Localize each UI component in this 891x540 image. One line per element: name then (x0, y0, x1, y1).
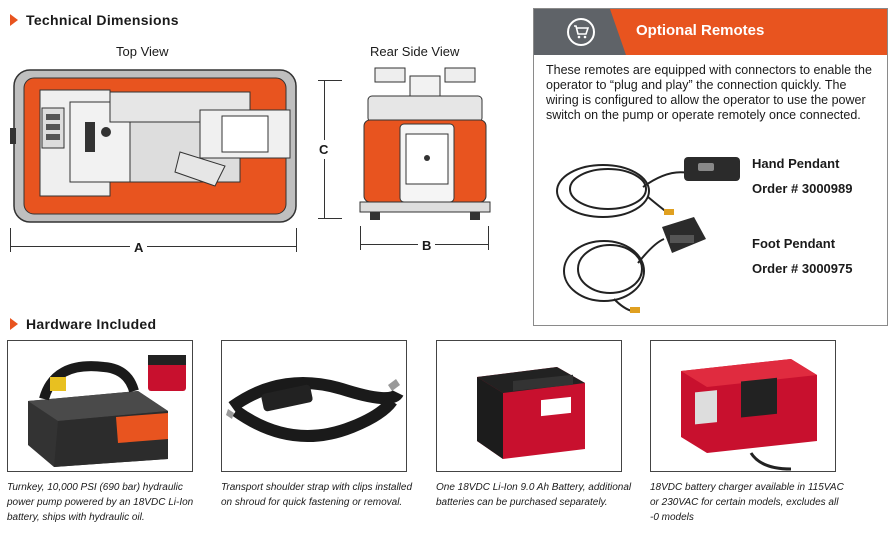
section-title: Technical Dimensions (26, 12, 179, 28)
hardware-image-pump (7, 340, 193, 472)
pump-rear-view-image (359, 67, 491, 220)
top-view-drawing (10, 66, 300, 226)
dim-c-label: C (319, 140, 329, 159)
dim-c-tick-bottom (318, 218, 342, 219)
dim-a-tick-right (296, 228, 297, 252)
optional-remotes-panel: Optional Remotes These remotes are equip… (533, 8, 888, 326)
dim-a-line (10, 246, 296, 247)
foot-pendant-image (563, 217, 706, 313)
dim-a-tick-left (10, 228, 11, 252)
dim-b-tick-left (360, 226, 361, 250)
hardware-image-charger (650, 340, 836, 472)
hardware-caption-strap: Transport shoulder strap with clips inst… (221, 482, 413, 508)
hardware-image-strap (221, 340, 407, 472)
dim-a-label: A (130, 240, 148, 255)
hardware-caption-battery: One 18VDC Li-Ion 9.0 Ah Battery, additio… (436, 482, 632, 508)
hand-pendant-name: Hand Pendant (752, 156, 840, 171)
technical-dimensions-heading: Technical Dimensions (10, 12, 179, 28)
bullet-arrow-icon (10, 318, 18, 330)
dim-c-tick-top (318, 80, 342, 81)
hand-pendant-image (556, 157, 740, 218)
dim-b-tick-right (488, 226, 489, 250)
cart-icon (567, 18, 595, 46)
remotes-header: Optional Remotes (534, 9, 887, 55)
remotes-title: Optional Remotes (636, 22, 765, 39)
rear-view-label: Rear Side View (370, 44, 460, 59)
section-title: Hardware Included (26, 316, 157, 332)
hardware-included-heading: Hardware Included (10, 316, 156, 332)
hardware-caption-pump: Turnkey, 10,000 PSI (690 bar) hydraulic … (7, 482, 194, 523)
hardware-caption-charger: 18VDC battery charger available in 115VA… (650, 482, 844, 523)
foot-pendant-name: Foot Pendant (752, 236, 836, 251)
remotes-description: These remotes are equipped with connecto… (546, 63, 872, 122)
pump-top-view-image (10, 69, 297, 223)
top-view-label: Top View (116, 44, 169, 59)
hardware-image-battery (436, 340, 622, 472)
bullet-arrow-icon (10, 14, 18, 26)
dim-b-label: B (418, 238, 436, 253)
foot-pendant-order: Order # 3000975 (752, 261, 853, 276)
hand-pendant-order: Order # 3000989 (752, 181, 853, 196)
rear-view-drawing (350, 62, 500, 222)
